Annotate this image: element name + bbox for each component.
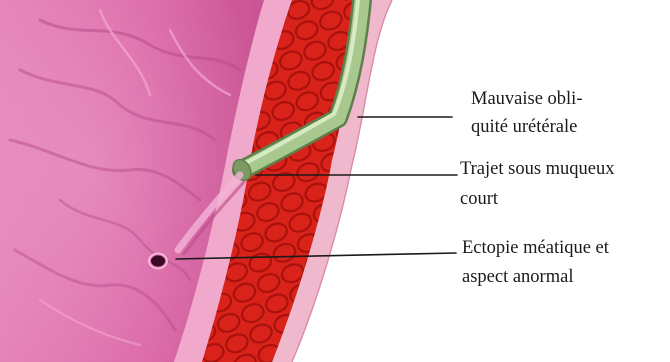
label-obliquity-line2: quité urétérale [471, 117, 577, 137]
label-ectopia-line2: aspect anormal [462, 267, 573, 287]
ectopic-meatus [151, 256, 165, 267]
label-submucosal-line2: court [460, 189, 499, 209]
label-ectopia-line1: Ectopie méatique et [462, 238, 610, 258]
label-submucosal-line1: Trajet sous muqueux [460, 159, 615, 179]
label-obliquity-line1: Mauvaise obli- [471, 89, 583, 109]
